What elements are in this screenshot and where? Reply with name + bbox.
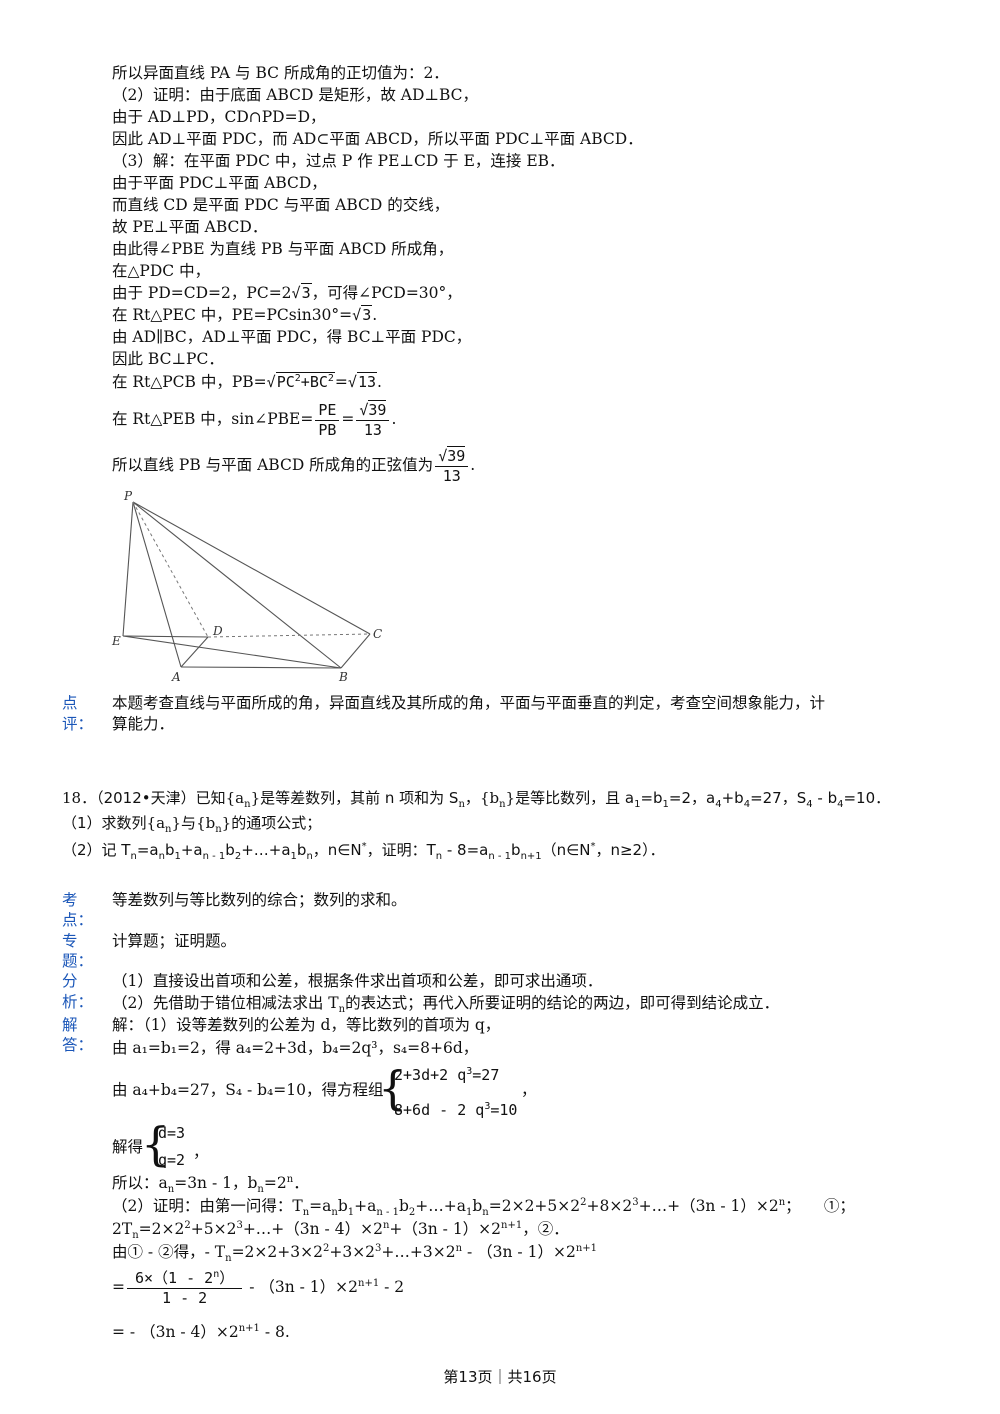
text-line: 由于 AD⊥PD，CD∩PD=D， [112, 108, 326, 126]
label-P: P [123, 489, 133, 503]
text-line: 由于平面 PDC⊥平面 ABCD， [112, 174, 327, 192]
text-line: 由 a₄+b₄=27，S₄ - b₄=10，得方程组 [112, 1081, 384, 1099]
question-18-part2: （2）记 Tn=anb1+an - 1b2+…+a1bn，n∈N*，证明：Tn … [62, 841, 665, 862]
text-line: （2）证明：由第一问得：Tn=anb1+an - 1b2+…+a1bn=2×2+… [112, 1196, 855, 1219]
text-line: 由 AD∥BC，AD⊥平面 PDC，得 BC⊥平面 PDC， [112, 328, 472, 346]
edge-PD [132, 501, 209, 638]
text-line: （3）解：在平面 PDC 中，过点 P 作 PE⊥CD 于 E，连接 EB． [112, 152, 565, 170]
page-footer: 第13页｜共16页 [443, 1368, 557, 1386]
edge-EB [122, 635, 342, 669]
brace: { [141, 1117, 171, 1171]
text: 由于 PD=CD=2，PC=2 [112, 284, 292, 302]
text-line: 计算题；证明题。 [112, 932, 237, 950]
sqrt: √13 [347, 372, 378, 391]
edge-PA [132, 501, 182, 668]
label-E: E [111, 634, 121, 648]
brace: { [378, 1061, 408, 1115]
edge-BC [340, 633, 371, 669]
equation: d=3 [158, 1124, 186, 1142]
section-label: 解 [62, 1016, 78, 1034]
text-line: 解得 [112, 1138, 144, 1156]
section-label: 评： [62, 715, 94, 733]
label-D: D [212, 624, 223, 638]
edge-PC [132, 501, 371, 635]
section-label: 题： [62, 952, 94, 970]
text: ， [193, 1143, 209, 1161]
section-label: 专 [62, 932, 78, 950]
equation: q=2 [158, 1151, 186, 1169]
text-line: 故 PE⊥平面 ABCD． [112, 218, 268, 236]
text-line: 所以：an=3n - 1，bn=2n． [112, 1173, 309, 1196]
pyramid-figure: P E D C A B [111, 489, 382, 684]
text: 在 Rt△PEC 中，PE=PCsin30°= [112, 306, 353, 324]
text: ， [521, 1081, 537, 1099]
edge-PE [122, 501, 134, 637]
section-label: 点 [62, 694, 78, 712]
text-line: =6×（1 - 2n）1 - 2 - （3n - 1）×2n+1 - 2 [112, 1268, 405, 1308]
text-line: 2Tn=2×22+5×23+…+（3n - 4）×2n+（3n - 1）×2n+… [112, 1219, 569, 1242]
text-line: 等差数列与等比数列的综合；数列的求和。 [112, 891, 407, 909]
text-line: 由 a₁=b₁=2，得 a₄=2+3d，b₄=2q³，s₄=8+6d， [112, 1039, 479, 1057]
text-line: （1）直接设出首项和公差，根据条件求出首项和公差，即可求出通项． [112, 972, 603, 990]
edge-AB [180, 666, 342, 669]
text-line: 而直线 CD 是平面 PDC 与平面 ABCD 的交线， [112, 196, 450, 214]
edge-DA [180, 636, 209, 668]
label-B: B [338, 670, 348, 684]
text-line: 由此得∠PBE 为直线 PB 与平面 ABCD 所成角， [112, 240, 454, 258]
text-line: 由于 PD=CD=2，PC=2√3，可得∠PCD=30°， [112, 283, 462, 303]
edge-DC [207, 633, 371, 638]
text-line: （2）先借助于错位相减法求出 Tn的表达式；再代入所要证明的结论的两边，即可得到… [112, 994, 780, 1016]
question-18: 18．（2012•天津）已知{an}是等差数列，其前 n 项和为 Sn，{bn}… [62, 789, 891, 810]
text-line: 因此 AD⊥平面 PDC，而 AD⊂平面 ABCD，所以平面 PDC⊥平面 AB… [112, 130, 643, 148]
section-label: 点： [62, 911, 94, 929]
section-label: 析： [62, 993, 94, 1011]
text-line: = - （3n - 4）×2n+1 - 8. [112, 1322, 290, 1341]
sqrt: √3 [352, 305, 373, 324]
text-line: 解：（1）设等差数列的公差为 d，等比数列的首项为 q， [112, 1016, 501, 1034]
edge-PB [132, 501, 342, 669]
section-label: 分 [62, 972, 78, 990]
section-label: 考 [62, 891, 78, 909]
sqrt: √PC2+BC2 [266, 372, 335, 391]
text-line: 在△PDC 中， [112, 262, 211, 280]
fraction: 6×（1 - 2n）1 - 2 [127, 1269, 243, 1308]
equation: 2+3d+2 q3=27 [394, 1066, 500, 1084]
label-C: C [373, 627, 382, 641]
text: ，可得∠PCD=30°， [311, 284, 462, 302]
label-A: A [171, 670, 181, 684]
text-line: 算能力． [112, 715, 175, 733]
text-line: 在 Rt△PCB 中，PB=√PC2+BC2=√13. [112, 372, 382, 391]
text-line: 所以异面直线 PA 与 BC 所成角的正切值为：2． [112, 64, 449, 82]
section-label: 答： [62, 1036, 94, 1054]
sqrt: √3 [291, 283, 312, 302]
text-line: 由① - ②得，- Tn=2×2+3×22+3×23+…+3×2n - （3n … [112, 1242, 597, 1265]
text: 在 Rt△PCB 中，PB= [112, 373, 267, 391]
text-line: 在 Rt△PEC 中，PE=PCsin30°=√3. [112, 305, 377, 325]
text: . [372, 306, 378, 324]
question-18-part1: （1）求数列{an}与{bn}的通项公式； [62, 814, 322, 835]
edge-ED [122, 635, 209, 638]
text-line: （2）证明：由于底面 ABCD 是矩形，故 AD⊥BC， [112, 86, 479, 104]
text-line: 因此 BC⊥PC． [112, 350, 224, 368]
equation: 8+6d - 2 q3=10 [394, 1101, 518, 1119]
text-line: 本题考查直线与平面所成的角，异面直线及其所成的角，平面与平面垂直的判定，考查空间… [112, 694, 826, 712]
